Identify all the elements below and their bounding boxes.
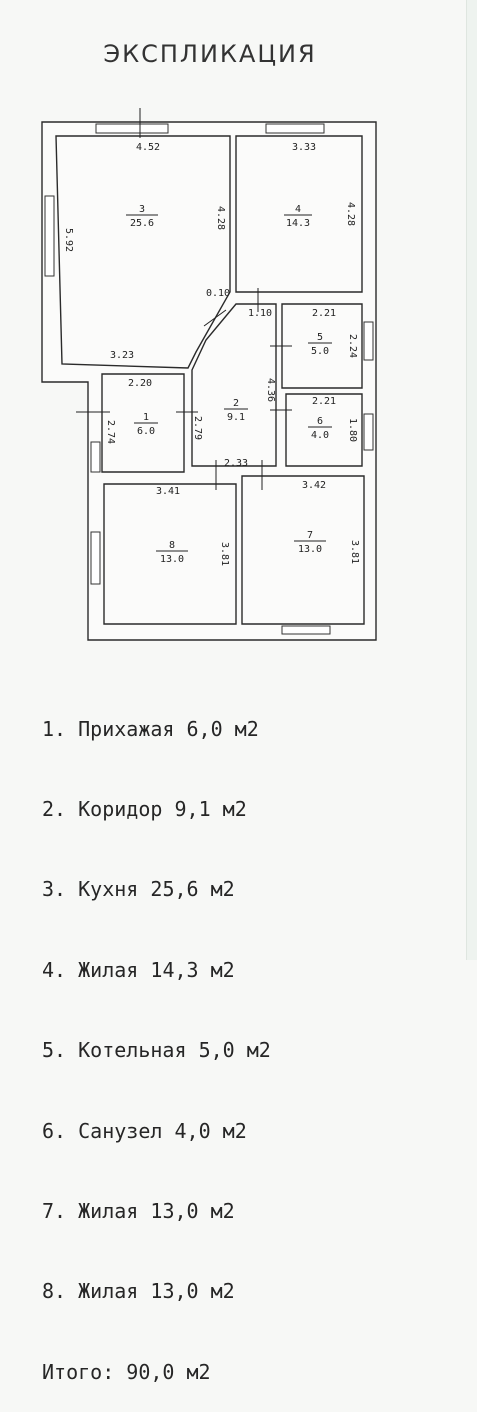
dim-label: 1.80 xyxy=(347,418,358,442)
door-tick xyxy=(203,309,227,327)
window-room-7-bottom xyxy=(281,625,331,635)
svg-text:13.0: 13.0 xyxy=(298,544,322,555)
room-1-outline xyxy=(101,373,185,473)
room-5-outline xyxy=(281,303,363,389)
legend-row: 8. Жилая 13,0 м2 xyxy=(42,1279,235,1304)
dim-label: 0.10 xyxy=(206,288,230,299)
svg-text:3: 3 xyxy=(139,204,145,215)
dim-label: 2.20 xyxy=(128,378,152,389)
dim-label: 3.23 xyxy=(110,350,134,361)
window-room-8-left xyxy=(90,531,101,585)
window-room-4-top xyxy=(265,123,325,134)
svg-text:8: 8 xyxy=(169,540,175,551)
room-7-outline xyxy=(241,475,365,625)
svg-text:4.0: 4.0 xyxy=(311,430,329,441)
room-8-outline xyxy=(103,483,237,625)
page-edge-strip xyxy=(466,0,477,960)
room-legend: 1. Прихажая 6,0 м2 2. Коридор 9,1 м2 3. … xyxy=(42,662,271,1412)
legend-row: 5. Котельная 5,0 м2 xyxy=(42,1038,271,1063)
dim-label: 2.74 xyxy=(105,420,116,444)
outer-wall xyxy=(41,121,377,641)
legend-row: 2. Коридор 9,1 м2 xyxy=(42,796,247,821)
room-4-outline xyxy=(235,135,363,293)
room-5-label: 5 5.0 xyxy=(308,332,332,357)
dim-label: 2.79 xyxy=(192,416,203,440)
room-7-label: 7 13.0 xyxy=(294,530,326,555)
svg-text:1: 1 xyxy=(143,412,149,423)
window-room-5-right xyxy=(363,321,374,361)
dim-label: 4.52 xyxy=(136,142,160,153)
svg-text:5.0: 5.0 xyxy=(311,346,329,357)
svg-text:25.6: 25.6 xyxy=(130,218,154,229)
window-room-3-left xyxy=(44,195,55,277)
room-3-outline xyxy=(55,135,231,369)
dim-label: 3.33 xyxy=(292,142,316,153)
dim-label: 1.10 xyxy=(248,308,272,319)
dim-label: 4.28 xyxy=(345,202,356,226)
dim-label: 2.21 xyxy=(312,308,336,319)
dim-label: 2.33 xyxy=(224,458,248,469)
dim-label: 4.36 xyxy=(265,378,276,402)
legend-row: 7. Жилая 13,0 м2 xyxy=(42,1198,235,1223)
svg-text:6: 6 xyxy=(317,416,323,427)
room-6-outline xyxy=(285,393,363,467)
svg-text:6.0: 6.0 xyxy=(137,426,155,437)
svg-text:13.0: 13.0 xyxy=(160,554,184,565)
room-6-label: 6 4.0 xyxy=(308,416,332,441)
svg-text:4: 4 xyxy=(295,204,301,215)
svg-text:14.3: 14.3 xyxy=(286,218,310,229)
svg-text:2: 2 xyxy=(233,398,239,409)
room-2-outline xyxy=(191,303,277,467)
dim-label: 3.41 xyxy=(156,486,180,497)
dim-label: 3.81 xyxy=(349,540,360,564)
window-room-6-right xyxy=(363,413,374,451)
room-8-label: 8 13.0 xyxy=(156,540,188,565)
svg-text:9.1: 9.1 xyxy=(227,412,245,423)
window-room-1-left xyxy=(90,441,101,473)
window-room-3-top xyxy=(95,123,169,134)
legend-row: 3. Кухня 25,6 м2 xyxy=(42,877,235,902)
page-title: ЭКСПЛИКАЦИЯ xyxy=(103,40,317,68)
room-1-label: 1 6.0 xyxy=(134,412,158,437)
legend-row: 1. Прихажая 6,0 м2 xyxy=(42,716,259,741)
floor-plan: 3 25.6 4 14.3 5 5.0 2 9.1 6 4.0 1 6.0 8 … xyxy=(41,108,377,641)
svg-text:5: 5 xyxy=(317,332,323,343)
room-3-label: 3 25.6 xyxy=(126,204,158,229)
legend-row: 4. Жилая 14,3 м2 xyxy=(42,957,235,982)
dim-label: 2.24 xyxy=(347,334,358,358)
room-4-label: 4 14.3 xyxy=(284,204,312,229)
dim-label: 2.21 xyxy=(312,396,336,407)
room-2-label: 2 9.1 xyxy=(224,398,248,423)
svg-text:7: 7 xyxy=(307,530,313,541)
dim-label: 5.92 xyxy=(63,228,74,252)
dim-label: 3.81 xyxy=(219,542,230,566)
dim-label: 3.42 xyxy=(302,480,326,491)
legend-total: Итого: 90,0 м2 xyxy=(42,1359,211,1384)
legend-row: 6. Санузел 4,0 м2 xyxy=(42,1118,247,1143)
dim-label: 4.28 xyxy=(215,206,226,230)
